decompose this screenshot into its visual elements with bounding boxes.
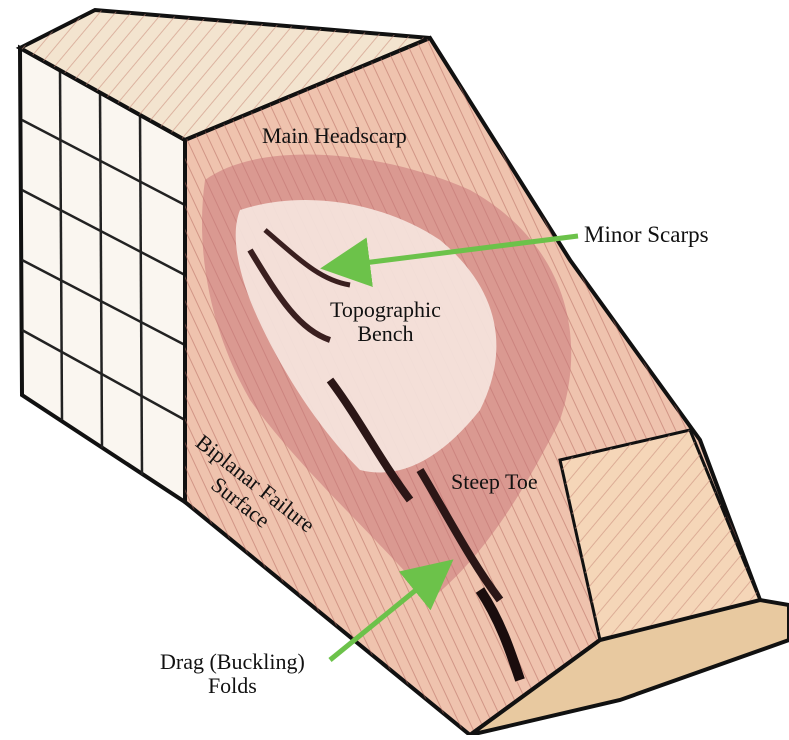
label-topographic-bench: Topographic Bench <box>330 298 441 346</box>
label-main-headscarp: Main Headscarp <box>262 124 407 148</box>
label-topographic-line2: Bench <box>330 322 441 346</box>
label-minor-scarps: Minor Scarps <box>584 222 709 247</box>
label-steep-toe: Steep Toe <box>451 470 538 494</box>
label-drag-buckling-folds: Drag (Buckling) Folds <box>160 650 305 698</box>
label-topographic-line1: Topographic <box>330 298 441 322</box>
label-drag-line1: Drag (Buckling) <box>160 650 305 674</box>
label-drag-line2: Folds <box>160 674 305 698</box>
